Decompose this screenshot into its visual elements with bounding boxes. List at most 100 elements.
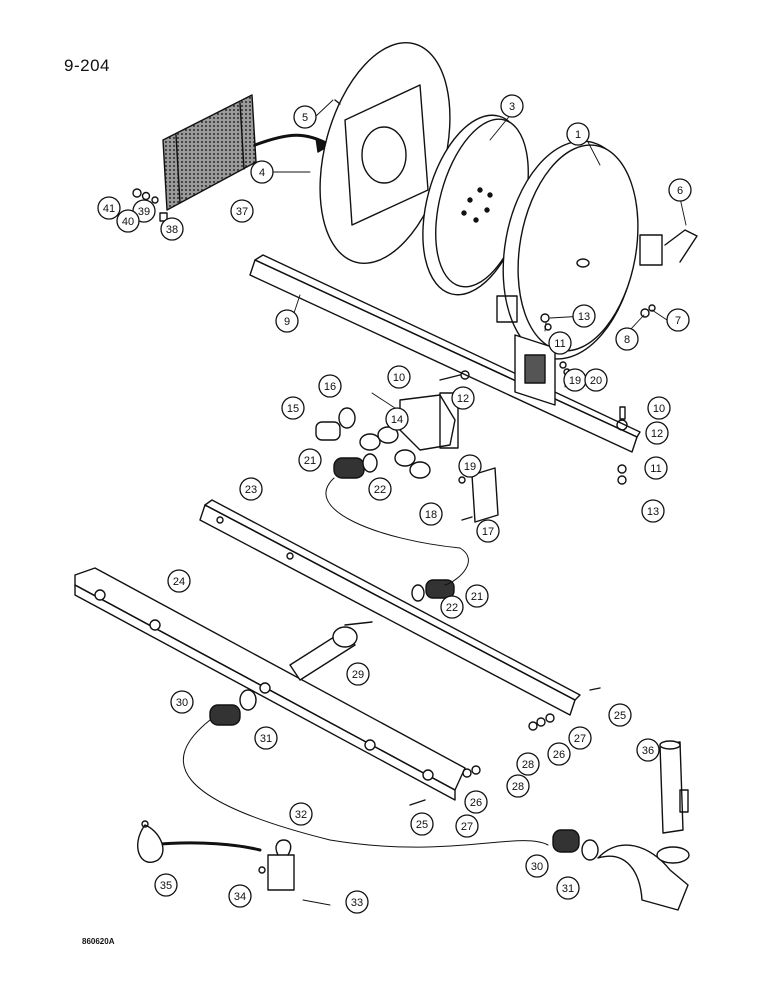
- page-number: 9-204: [64, 56, 110, 75]
- callout-18: 18: [419, 502, 443, 526]
- callout-35: 35: [154, 873, 178, 897]
- callout-number: 5: [302, 112, 308, 124]
- callout-10: 10: [387, 365, 411, 389]
- callout-number: 3: [509, 101, 515, 113]
- callout-number: 12: [457, 393, 469, 405]
- callout-number: 33: [351, 897, 363, 909]
- callout-37: 37: [230, 199, 254, 223]
- callout-number: 14: [391, 414, 403, 426]
- bracket-32: [267, 839, 295, 891]
- callout-number: 16: [324, 381, 336, 393]
- callout-9: 9: [275, 309, 299, 333]
- callout-8: 8: [615, 327, 639, 351]
- callout-4: 4: [250, 160, 274, 184]
- callout-22: 22: [440, 595, 464, 619]
- screen-fasteners: [132, 188, 168, 222]
- callout-number: 22: [446, 602, 458, 614]
- callout-28: 28: [506, 774, 530, 798]
- callout-number: 20: [590, 375, 602, 387]
- callout-28: 28: [516, 752, 540, 776]
- drawing-id: 860620A: [82, 937, 115, 946]
- callout-number: 28: [522, 759, 534, 771]
- callout-25: 25: [608, 703, 632, 727]
- callout-13: 13: [572, 304, 596, 328]
- callout-26: 26: [464, 790, 488, 814]
- callout-number: 25: [614, 710, 626, 722]
- callout-30: 30: [525, 854, 549, 878]
- callout-13: 13: [641, 499, 665, 523]
- callout-number: 31: [562, 883, 574, 895]
- callout-number: 29: [352, 669, 364, 681]
- callout-number: 19: [464, 461, 476, 473]
- callout-19: 19: [563, 368, 587, 392]
- callout-number: 18: [425, 509, 437, 521]
- callout-3: 3: [500, 94, 524, 118]
- callout-34: 34: [228, 884, 252, 908]
- callout-19: 19: [458, 454, 482, 478]
- callout-36: 36: [636, 738, 660, 762]
- hose-30-right: [552, 829, 599, 861]
- callout-20: 20: [584, 368, 608, 392]
- callout-38: 38: [160, 217, 184, 241]
- callout-number: 21: [304, 455, 316, 467]
- callout-number: 31: [260, 733, 272, 745]
- callout-number: 19: [569, 375, 581, 387]
- callout-30: 30: [170, 690, 194, 714]
- callout-number: 36: [642, 745, 654, 757]
- fan-shroud-plate: [319, 42, 451, 264]
- callout-number: 39: [138, 206, 150, 218]
- tee-fitting: [289, 621, 373, 681]
- callout-number: 9: [284, 316, 290, 328]
- callout-number: 12: [651, 428, 663, 440]
- callout-21: 21: [298, 448, 322, 472]
- clamp-16: [338, 407, 356, 429]
- callout-10: 10: [647, 396, 671, 420]
- fan-guard: [496, 140, 698, 360]
- callout-number: 15: [287, 403, 299, 415]
- hose-21-upper: [333, 453, 378, 479]
- callout-number: 26: [470, 797, 482, 809]
- radiator-screen: [162, 94, 332, 211]
- callout-27: 27: [568, 726, 592, 750]
- callout-number: 27: [461, 821, 473, 833]
- callout-number: 8: [624, 334, 630, 346]
- callout-29: 29: [346, 662, 370, 686]
- callout-11: 11: [548, 331, 572, 355]
- callout-number: 22: [374, 484, 386, 496]
- callout-number: 11: [554, 338, 565, 350]
- callout-number: 30: [531, 861, 543, 873]
- callout-number: 40: [122, 216, 134, 228]
- callout-27: 27: [455, 814, 479, 838]
- callout-26: 26: [547, 742, 571, 766]
- callout-number: 41: [103, 203, 115, 215]
- callout-number: 1: [575, 129, 581, 141]
- callout-1: 1: [566, 122, 590, 146]
- callout-number: 38: [166, 224, 178, 236]
- callout-number: 23: [245, 484, 257, 496]
- callout-6: 6: [668, 178, 692, 202]
- callout-number: 10: [653, 403, 665, 415]
- callout-number: 13: [647, 506, 659, 518]
- callout-12: 12: [645, 421, 669, 445]
- callout-25: 25: [410, 812, 434, 836]
- callout-16: 16: [318, 374, 342, 398]
- callout-23: 23: [239, 477, 263, 501]
- pipe-36: [659, 740, 689, 834]
- beam-24: [74, 567, 466, 801]
- plate-17: [471, 467, 499, 523]
- callout-31: 31: [254, 726, 278, 750]
- callout-number: 25: [416, 819, 428, 831]
- plug-15: [315, 421, 341, 441]
- callout-number: 11: [650, 463, 661, 475]
- air-manifold: [359, 392, 459, 479]
- callout-number: 7: [675, 315, 681, 327]
- callout-number: 21: [471, 591, 483, 603]
- callout-number: 32: [295, 809, 307, 821]
- callout-5: 5: [293, 105, 317, 129]
- callout-number: 24: [173, 576, 185, 588]
- callout-12: 12: [451, 386, 475, 410]
- callout-33: 33: [345, 890, 369, 914]
